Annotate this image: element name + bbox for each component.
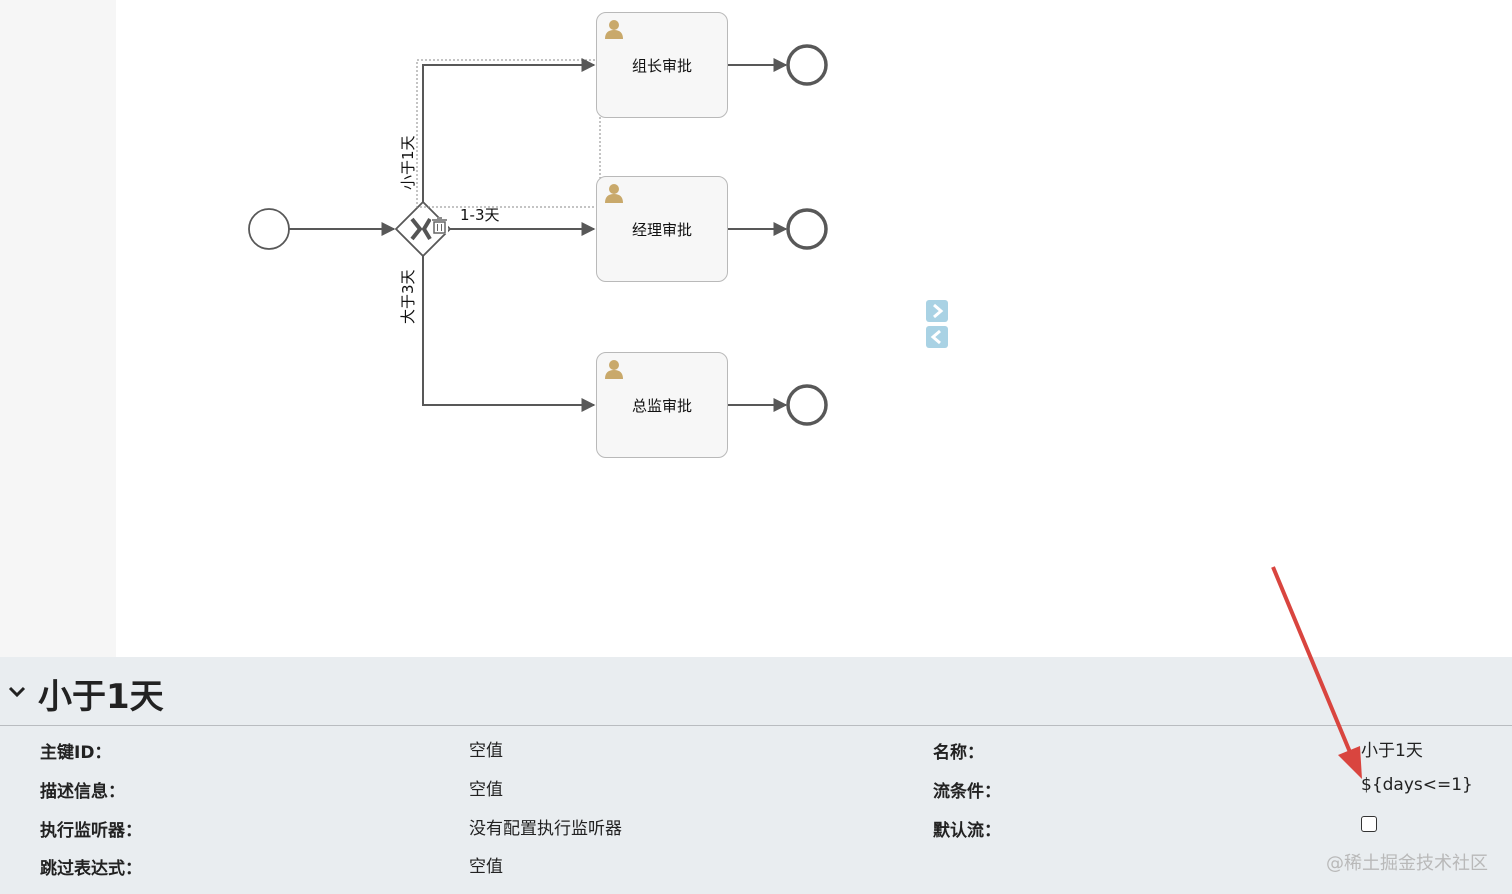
chevron-right-icon [933,303,944,319]
flow-label-top[interactable]: 小于1天 [399,135,417,190]
flow-more-than-3-days[interactable] [422,256,596,412]
canvas-left-strip [0,0,116,657]
bpmn-canvas[interactable]: 组长审批 经理审批 总监审批 小于1天 1-3天 大于3天 [0,0,1512,657]
default-flow-checkbox[interactable] [1361,816,1377,832]
end-event[interactable] [786,384,828,426]
user-task-team-lead[interactable]: 组长审批 [596,12,728,118]
prop-value-name[interactable]: 小于1天 [1361,741,1423,761]
prop-value-flow-condition[interactable]: ${days<=1} [1361,775,1473,795]
prop-value-skip-expression[interactable]: 空值 [469,857,503,877]
prop-value-description[interactable]: 空值 [469,780,503,800]
prop-label-id: 主键ID： [40,743,112,763]
chevron-down-icon[interactable] [8,684,26,703]
collapse-panel-button[interactable] [926,326,948,348]
prop-value-id[interactable]: 空值 [469,741,503,761]
prop-value-execution-listener[interactable]: 没有配置执行监听器 [469,819,622,839]
selection-box [416,59,601,208]
prop-label-execution-listener: 执行监听器： [40,821,142,841]
properties-panel: 小于1天 主键ID： 空值 描述信息： 空值 执行监听器： 没有配置执行监听器 … [0,657,1512,894]
prop-label-description: 描述信息： [40,782,125,802]
user-task-manager[interactable]: 经理审批 [596,176,728,282]
task-label: 组长审批 [631,57,692,75]
prop-label-skip-expression: 跳过表达式： [40,859,142,879]
flow-label-middle[interactable]: 1-3天 [460,206,500,224]
chevron-left-icon [930,329,941,345]
properties-title: 小于1天 [38,677,164,717]
task-label: 经理审批 [631,221,692,239]
start-event[interactable] [248,208,290,250]
task-label: 总监审批 [631,397,692,415]
end-event[interactable] [786,208,828,250]
flow-less-than-1-day[interactable] [422,58,596,202]
flow-label-bottom[interactable]: 大于3天 [399,269,417,324]
prop-label-name: 名称： [933,743,984,763]
user-task-director[interactable]: 总监审批 [596,352,728,458]
trash-icon[interactable] [431,217,448,234]
exclusive-gateway-icon [410,217,432,241]
expand-panel-button[interactable] [926,300,948,322]
prop-label-flow-condition: 流条件： [933,782,1001,802]
properties-header: 小于1天 [0,657,1512,726]
flow-diagram-svg [248,44,828,426]
prop-label-default-flow: 默认流： [933,821,1001,841]
end-event[interactable] [786,44,828,86]
watermark: @稀土掘金技术社区 [1326,853,1488,874]
